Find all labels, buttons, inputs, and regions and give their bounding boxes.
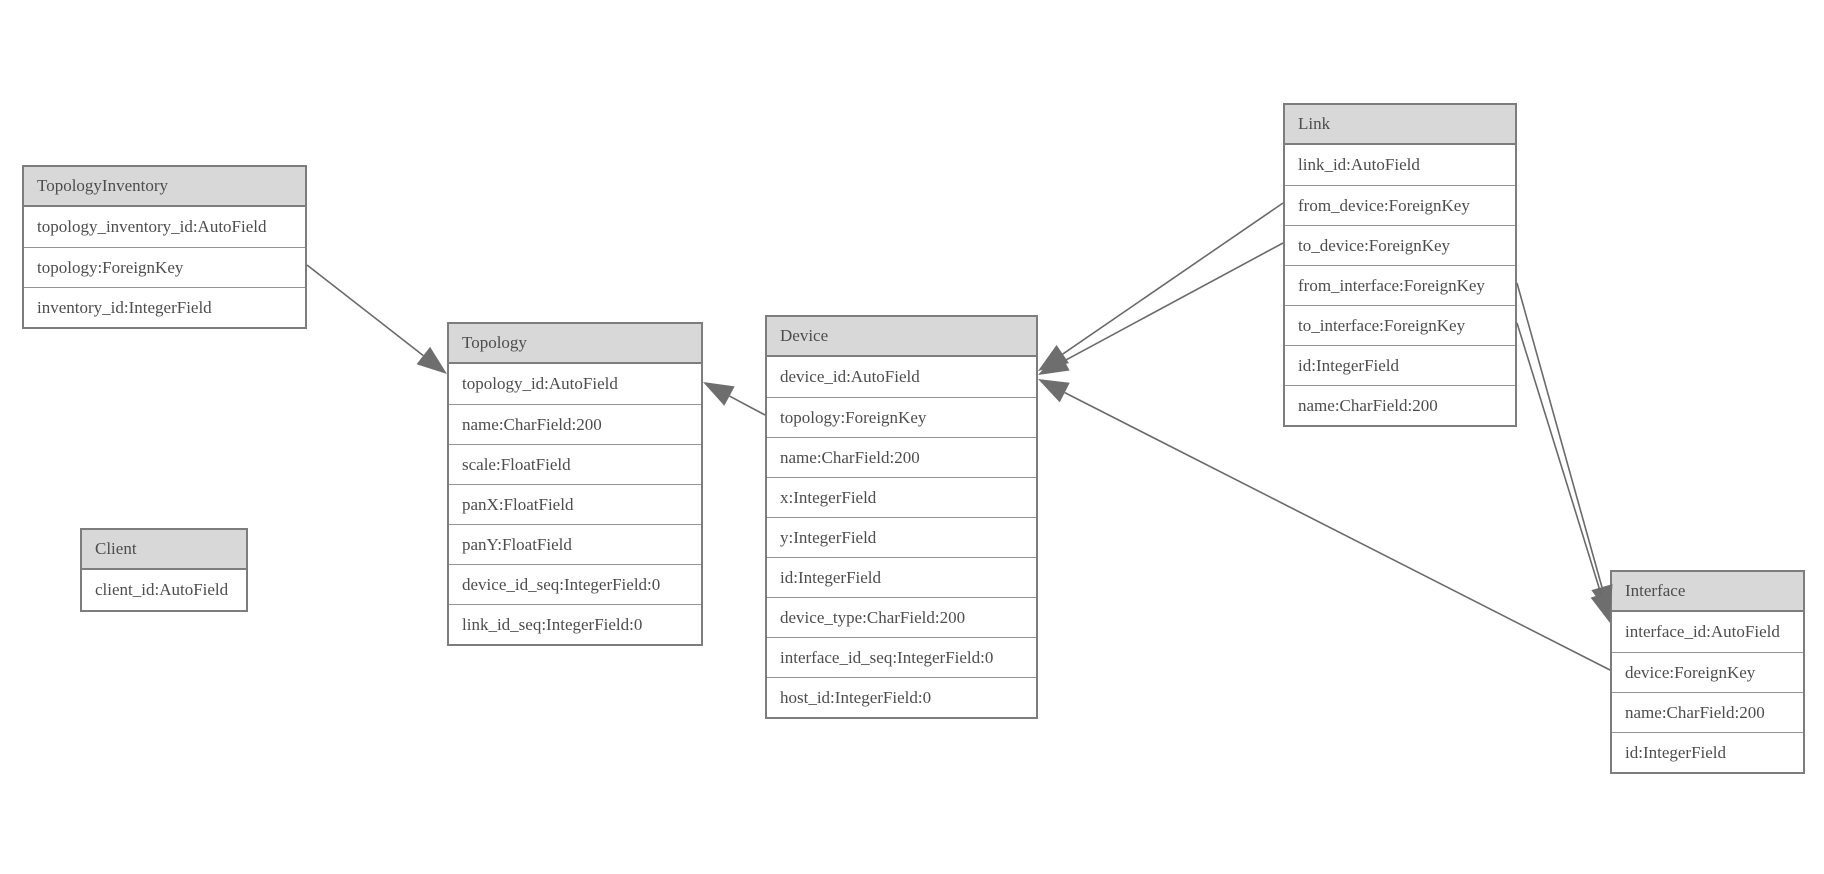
- field-row: name:CharField:200: [1612, 692, 1803, 732]
- field-row: link_id:AutoField: [1285, 145, 1515, 185]
- field-row: inventory_id:IntegerField: [24, 287, 305, 327]
- entity-table-title: Device: [767, 317, 1036, 357]
- field-row: scale:FloatField: [449, 444, 701, 484]
- entity-table-title: Link: [1285, 105, 1515, 145]
- field-row: from_device:ForeignKey: [1285, 185, 1515, 225]
- field-row: link_id_seq:IntegerField:0: [449, 604, 701, 644]
- field-row: panY:FloatField: [449, 524, 701, 564]
- field-row: name:CharField:200: [1285, 385, 1515, 425]
- field-row: to_interface:ForeignKey: [1285, 305, 1515, 345]
- field-row: topology:ForeignKey: [767, 397, 1036, 437]
- field-row: x:IntegerField: [767, 477, 1036, 517]
- field-row: panX:FloatField: [449, 484, 701, 524]
- field-row: interface_id_seq:IntegerField:0: [767, 637, 1036, 677]
- field-row: device:ForeignKey: [1612, 652, 1803, 692]
- field-row: y:IntegerField: [767, 517, 1036, 557]
- field-row: device_id:AutoField: [767, 357, 1036, 397]
- field-row: topology:ForeignKey: [24, 247, 305, 287]
- field-row: to_device:ForeignKey: [1285, 225, 1515, 265]
- field-row: host_id:IntegerField:0: [767, 677, 1036, 717]
- field-row: id:IntegerField: [767, 557, 1036, 597]
- field-row: name:CharField:200: [449, 404, 701, 444]
- field-row: id:IntegerField: [1612, 732, 1803, 772]
- field-row: device_type:CharField:200: [767, 597, 1036, 637]
- field-row: topology_inventory_id:AutoField: [24, 207, 305, 247]
- field-row: id:IntegerField: [1285, 345, 1515, 385]
- entity-table-title: Client: [82, 530, 246, 570]
- entity-table-title: TopologyInventory: [24, 167, 305, 207]
- field-row: topology_id:AutoField: [449, 364, 701, 404]
- field-row: device_id_seq:IntegerField:0: [449, 564, 701, 604]
- field-row: name:CharField:200: [767, 437, 1036, 477]
- entity-table-title: Topology: [449, 324, 701, 364]
- field-row: interface_id:AutoField: [1612, 612, 1803, 652]
- field-row: from_interface:ForeignKey: [1285, 265, 1515, 305]
- field-row: client_id:AutoField: [82, 570, 246, 610]
- entity-table-title: Interface: [1612, 572, 1803, 612]
